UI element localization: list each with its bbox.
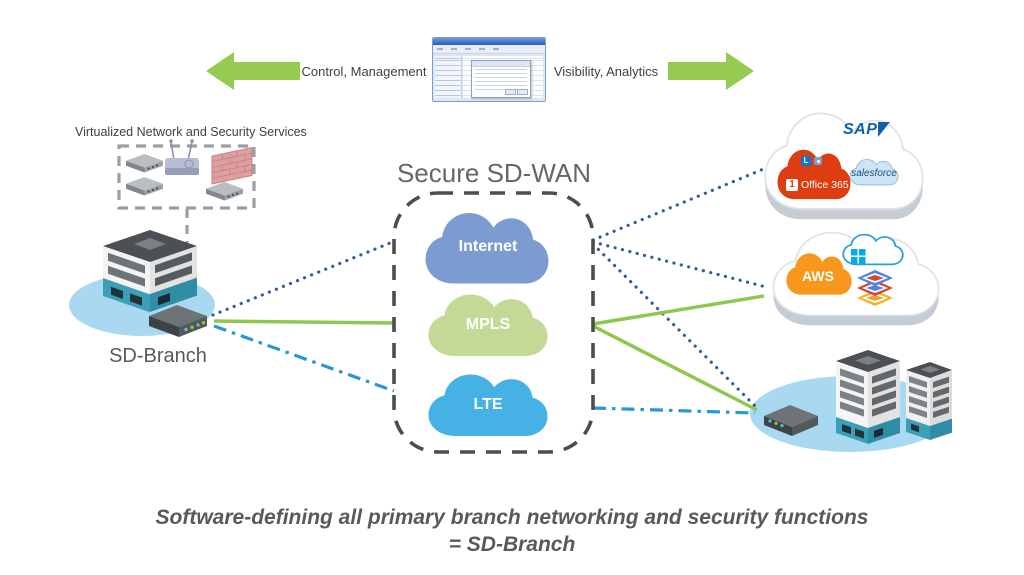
sap-triangle-icon <box>878 122 891 137</box>
console-toolbar <box>433 45 545 54</box>
caption-line2: = SD-Branch <box>448 533 576 556</box>
sdwan-dashed-box <box>392 191 595 454</box>
app-tile-icon <box>814 157 822 165</box>
dialog-cancel-button <box>517 89 528 95</box>
sdwan-title: Secure SD-WAN <box>396 158 592 188</box>
mpls-cloud-label: MPLS <box>465 316 511 333</box>
lte-cloud-label: LTE <box>473 396 503 413</box>
management-console-window <box>432 37 546 102</box>
sd-branch-label: SD-Branch <box>109 345 207 367</box>
firewall-icon <box>211 146 253 185</box>
caption-line1: Software-defining all primary branch net… <box>155 506 869 529</box>
cloud-stack-icon <box>857 270 893 306</box>
sap-logo: SAP <box>843 122 891 138</box>
console-dialog <box>471 60 531 98</box>
windows-logo-icon <box>851 249 866 264</box>
iaas-cloud <box>772 231 940 326</box>
cloud-wan-links <box>591 161 780 415</box>
virtual-services-label: Virtualized Network and Security Service… <box>75 125 307 139</box>
branch-building <box>103 230 197 313</box>
lync-tile-icon: L <box>801 156 811 166</box>
visibility-analytics-label: Visibility, Analytics <box>553 64 659 79</box>
access-point-icon <box>165 139 199 175</box>
left-arrow-icon <box>206 52 300 90</box>
console-nav-pane <box>435 56 462 98</box>
dialog-ok-button <box>505 89 516 95</box>
branch-router <box>149 305 207 337</box>
branch-wan-links <box>211 239 397 393</box>
remote-site-router <box>764 405 818 436</box>
right-arrow-icon <box>668 52 754 90</box>
control-management-label: Control, Management <box>301 64 427 79</box>
salesforce-logo: salesforce <box>851 168 897 179</box>
console-titlebar <box>433 38 545 45</box>
remote-site-buildings <box>836 350 952 445</box>
virtual-services-box <box>117 139 256 210</box>
internet-cloud-label: Internet <box>458 238 518 255</box>
aws-logo: AWS <box>802 268 834 284</box>
office365-logo: 1 Office 365 <box>786 179 849 191</box>
office-tile-icon: 1 <box>786 179 798 191</box>
